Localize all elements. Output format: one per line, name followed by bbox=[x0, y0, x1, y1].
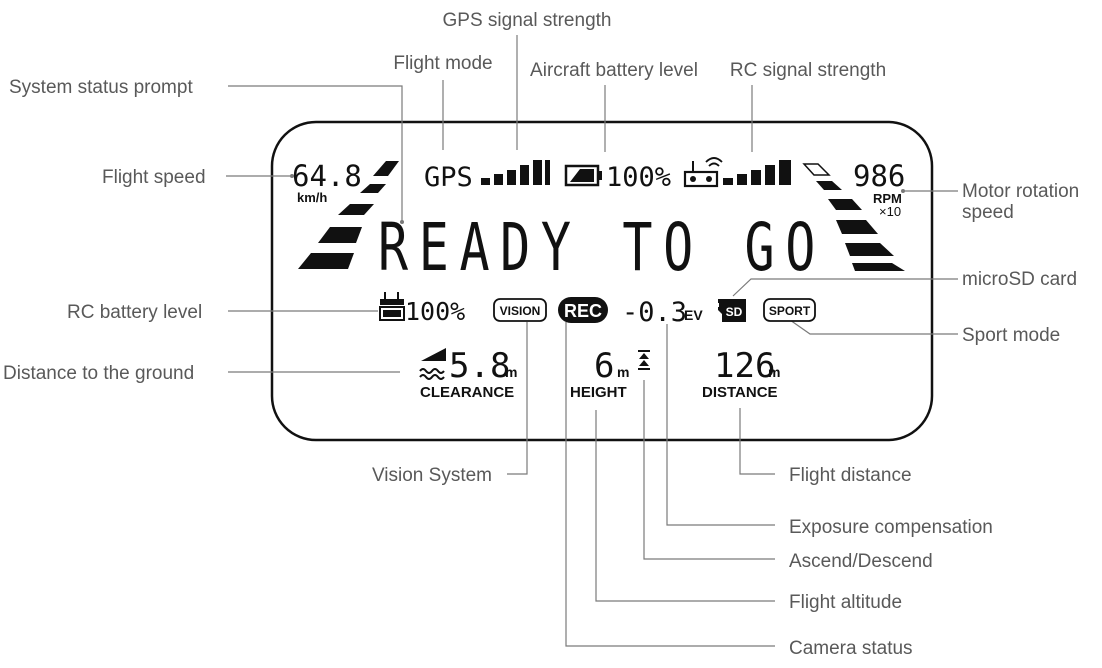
leader-vision bbox=[507, 322, 528, 475]
rc-battery-pct: 100% bbox=[405, 297, 465, 326]
rec-badge: REC bbox=[558, 297, 608, 323]
left-speed-bars bbox=[298, 161, 399, 269]
ev-unit: EV bbox=[684, 307, 703, 323]
label-flight-speed: Flight speed bbox=[102, 167, 206, 188]
left-bar-5 bbox=[298, 253, 354, 269]
sd-badge: SD bbox=[716, 299, 746, 322]
label-flight-distance: Flight distance bbox=[789, 465, 912, 486]
rc-controller-icon bbox=[683, 157, 723, 188]
label-aircraft-battery: Aircraft battery level bbox=[530, 60, 698, 81]
rc-battery-icon bbox=[379, 292, 405, 321]
leader-ascend bbox=[643, 380, 775, 560]
label-rc-signal: RC signal strength bbox=[730, 60, 886, 81]
label-ascend-descend: Ascend/Descend bbox=[789, 551, 933, 572]
rec-badge-text: REC bbox=[564, 301, 602, 321]
leader-system-status bbox=[228, 85, 403, 222]
speed-value: 64.8 bbox=[292, 159, 362, 193]
right-bar-5 bbox=[845, 243, 894, 256]
rc-bar-3 bbox=[751, 170, 761, 185]
label-motor-line2: speed bbox=[962, 202, 1014, 223]
clearance-icon bbox=[419, 348, 446, 380]
gps-bar-6 bbox=[545, 160, 550, 185]
aircraft-battery-icon bbox=[564, 164, 602, 187]
height-unit: m bbox=[617, 364, 629, 380]
dot-flight-speed bbox=[290, 174, 294, 178]
rc-bar-2 bbox=[737, 174, 747, 185]
gps-bar-1 bbox=[481, 178, 490, 185]
label-vision-system: Vision System bbox=[372, 465, 492, 486]
right-bar-1 bbox=[802, 163, 831, 176]
leader-lines bbox=[226, 35, 958, 647]
left-bar-3 bbox=[338, 204, 374, 215]
clearance-value: 5.8 bbox=[449, 346, 510, 386]
left-bar-2 bbox=[360, 184, 386, 193]
rc-signal-bars bbox=[723, 160, 791, 185]
motor-multiplier: ×10 bbox=[879, 204, 901, 219]
distance-value: 126 bbox=[714, 346, 775, 386]
leader-exposure bbox=[666, 324, 775, 526]
aircraft-battery-pct: 100% bbox=[606, 162, 671, 193]
ascend-descend-icon bbox=[638, 350, 650, 370]
leader-dots bbox=[290, 174, 905, 224]
left-bar-1 bbox=[373, 161, 399, 176]
label-distance-ground: Distance to the ground bbox=[3, 363, 194, 384]
vision-badge-text: VISION bbox=[500, 304, 541, 318]
gps-bar-3 bbox=[507, 170, 516, 185]
sport-badge: SPORT bbox=[763, 298, 816, 322]
label-flight-mode: Flight mode bbox=[393, 53, 492, 74]
leader-camera bbox=[565, 322, 775, 647]
gps-bar-2 bbox=[494, 174, 503, 185]
rc-bar-5 bbox=[779, 160, 791, 185]
height-label: HEIGHT bbox=[570, 384, 627, 401]
dot-system-status bbox=[400, 220, 404, 224]
label-system-status: System status prompt bbox=[9, 77, 193, 98]
rc-bar-4 bbox=[765, 165, 775, 185]
label-camera-status: Camera status bbox=[789, 638, 913, 659]
gps-signal-bars bbox=[481, 160, 550, 185]
label-motor-line1: Motor rotation bbox=[962, 181, 1079, 202]
gps-bar-5 bbox=[533, 160, 542, 185]
label-microsd: microSD card bbox=[962, 269, 1077, 290]
distance-unit: m bbox=[768, 364, 780, 380]
motor-unit: RPM bbox=[873, 191, 902, 206]
sport-badge-text: SPORT bbox=[769, 304, 811, 318]
height-value: 6 bbox=[594, 346, 614, 386]
motor-value: 986 bbox=[853, 159, 905, 193]
sd-badge-text: SD bbox=[726, 305, 743, 319]
gps-bar-4 bbox=[520, 165, 529, 185]
ev-value: -0.3 bbox=[622, 297, 687, 328]
leader-flight-distance bbox=[739, 408, 775, 475]
leader-altitude bbox=[595, 410, 775, 602]
label-flight-altitude: Flight altitude bbox=[789, 592, 902, 613]
label-rc-battery: RC battery level bbox=[67, 302, 202, 323]
label-sport-mode: Sport mode bbox=[962, 325, 1060, 346]
speed-unit: km/h bbox=[297, 190, 327, 205]
right-bar-2 bbox=[816, 181, 842, 190]
label-gps-signal: GPS signal strength bbox=[443, 10, 612, 31]
vision-badge: VISION bbox=[493, 298, 547, 322]
clearance-label: CLEARANCE bbox=[420, 384, 514, 401]
right-bar-3 bbox=[828, 199, 862, 210]
label-exposure: Exposure compensation bbox=[789, 517, 993, 538]
rc-bar-1 bbox=[723, 178, 733, 185]
right-speed-bars bbox=[802, 163, 905, 271]
clearance-unit: m bbox=[505, 364, 517, 380]
right-bar-4 bbox=[836, 220, 878, 234]
flight-mode-text: GPS bbox=[424, 162, 473, 193]
right-bar-6 bbox=[852, 263, 905, 271]
dot-motor bbox=[901, 189, 905, 193]
left-bar-4 bbox=[318, 227, 362, 243]
distance-label: DISTANCE bbox=[702, 384, 778, 401]
leader-sport-mode bbox=[789, 319, 958, 335]
status-message: READY TO GO bbox=[378, 209, 826, 286]
leader-microsd bbox=[732, 278, 958, 297]
